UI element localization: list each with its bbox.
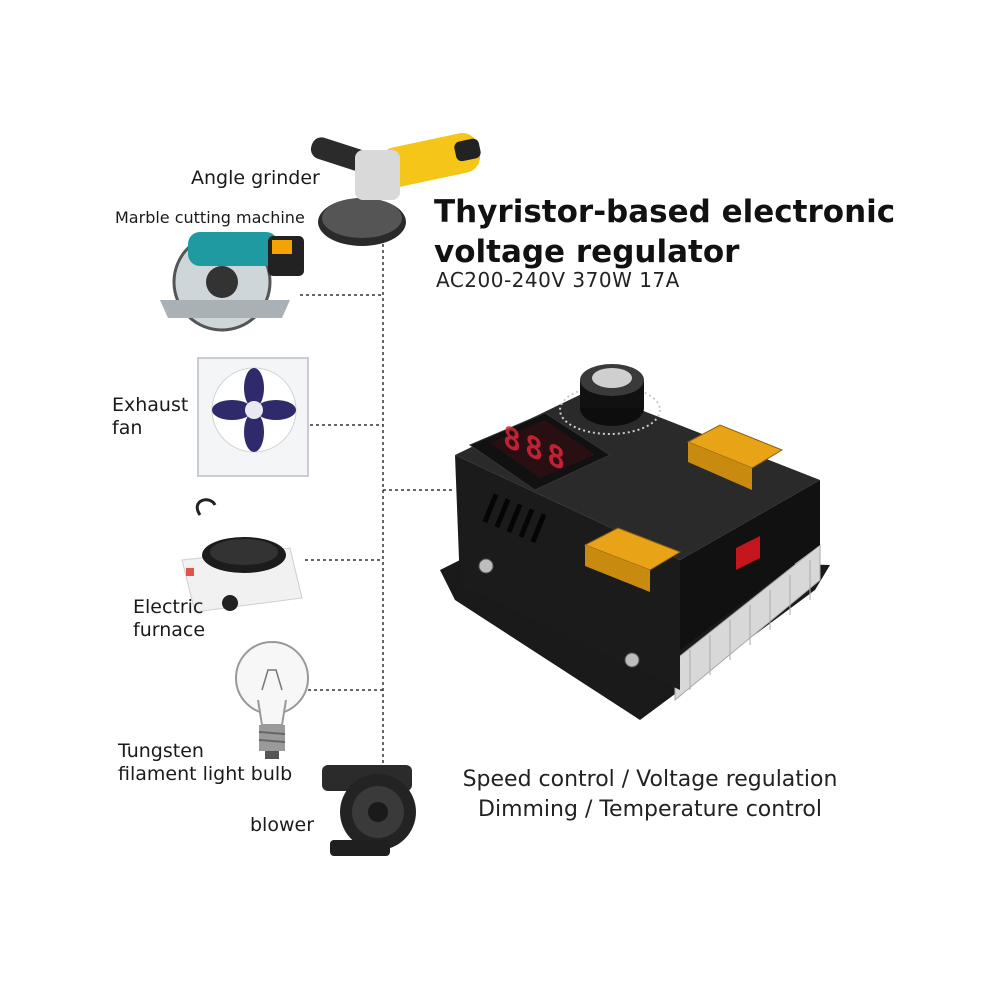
product-title: Thyristor-based electronic voltage regul…	[434, 192, 895, 272]
display-screen	[490, 420, 595, 478]
voltage-regulator-device	[440, 364, 830, 720]
product-title-line2: voltage regulator	[434, 234, 740, 270]
electric-furnace-icon	[181, 498, 303, 613]
mounting-screw	[478, 558, 494, 574]
product-title-line1: Thyristor-based electronic	[434, 194, 896, 230]
adjustment-knob[interactable]	[580, 364, 644, 426]
label-light-bulb-line2: filament light bulb	[118, 763, 293, 785]
label-light-bulb-line1: Tungsten	[118, 740, 204, 762]
label-exhaust-fan: Exhaust fan	[112, 394, 188, 440]
blower-icon	[322, 765, 416, 856]
label-blower: blower	[250, 814, 315, 836]
input-terminal	[583, 527, 682, 592]
label-electric-furnace-line1: Electric	[133, 596, 204, 618]
label-exhaust-fan-line2: fan	[112, 417, 143, 439]
label-marble-cutting-machine: Marble cutting machine	[115, 208, 305, 227]
mounting-screw	[624, 652, 640, 668]
exhaust-fan-icon	[197, 357, 309, 477]
label-electric-furnace-line2: furnace	[133, 619, 206, 641]
connector-lines	[300, 238, 455, 835]
product-spec: AC200-240V 370W 17A	[436, 268, 680, 292]
feature-list: Speed control / Voltage regulation Dimmi…	[440, 765, 860, 825]
label-angle-grinder: Angle grinder	[191, 167, 320, 189]
marble-cutting-machine-icon	[160, 232, 304, 332]
device-body-front	[455, 455, 680, 690]
label-light-bulb: Tungsten filament light bulb	[118, 740, 292, 786]
feature-line1: Speed control / Voltage regulation	[462, 767, 838, 792]
label-electric-furnace: Electric furnace	[133, 596, 205, 642]
output-terminal	[686, 424, 784, 490]
power-switch[interactable]	[730, 528, 765, 578]
vent-slots	[482, 493, 547, 544]
light-bulb-icon	[235, 641, 309, 759]
angle-grinder-icon	[310, 133, 481, 246]
feature-line2: Dimming / Temperature control	[478, 797, 822, 822]
label-exhaust-fan-line1: Exhaust	[112, 394, 189, 416]
